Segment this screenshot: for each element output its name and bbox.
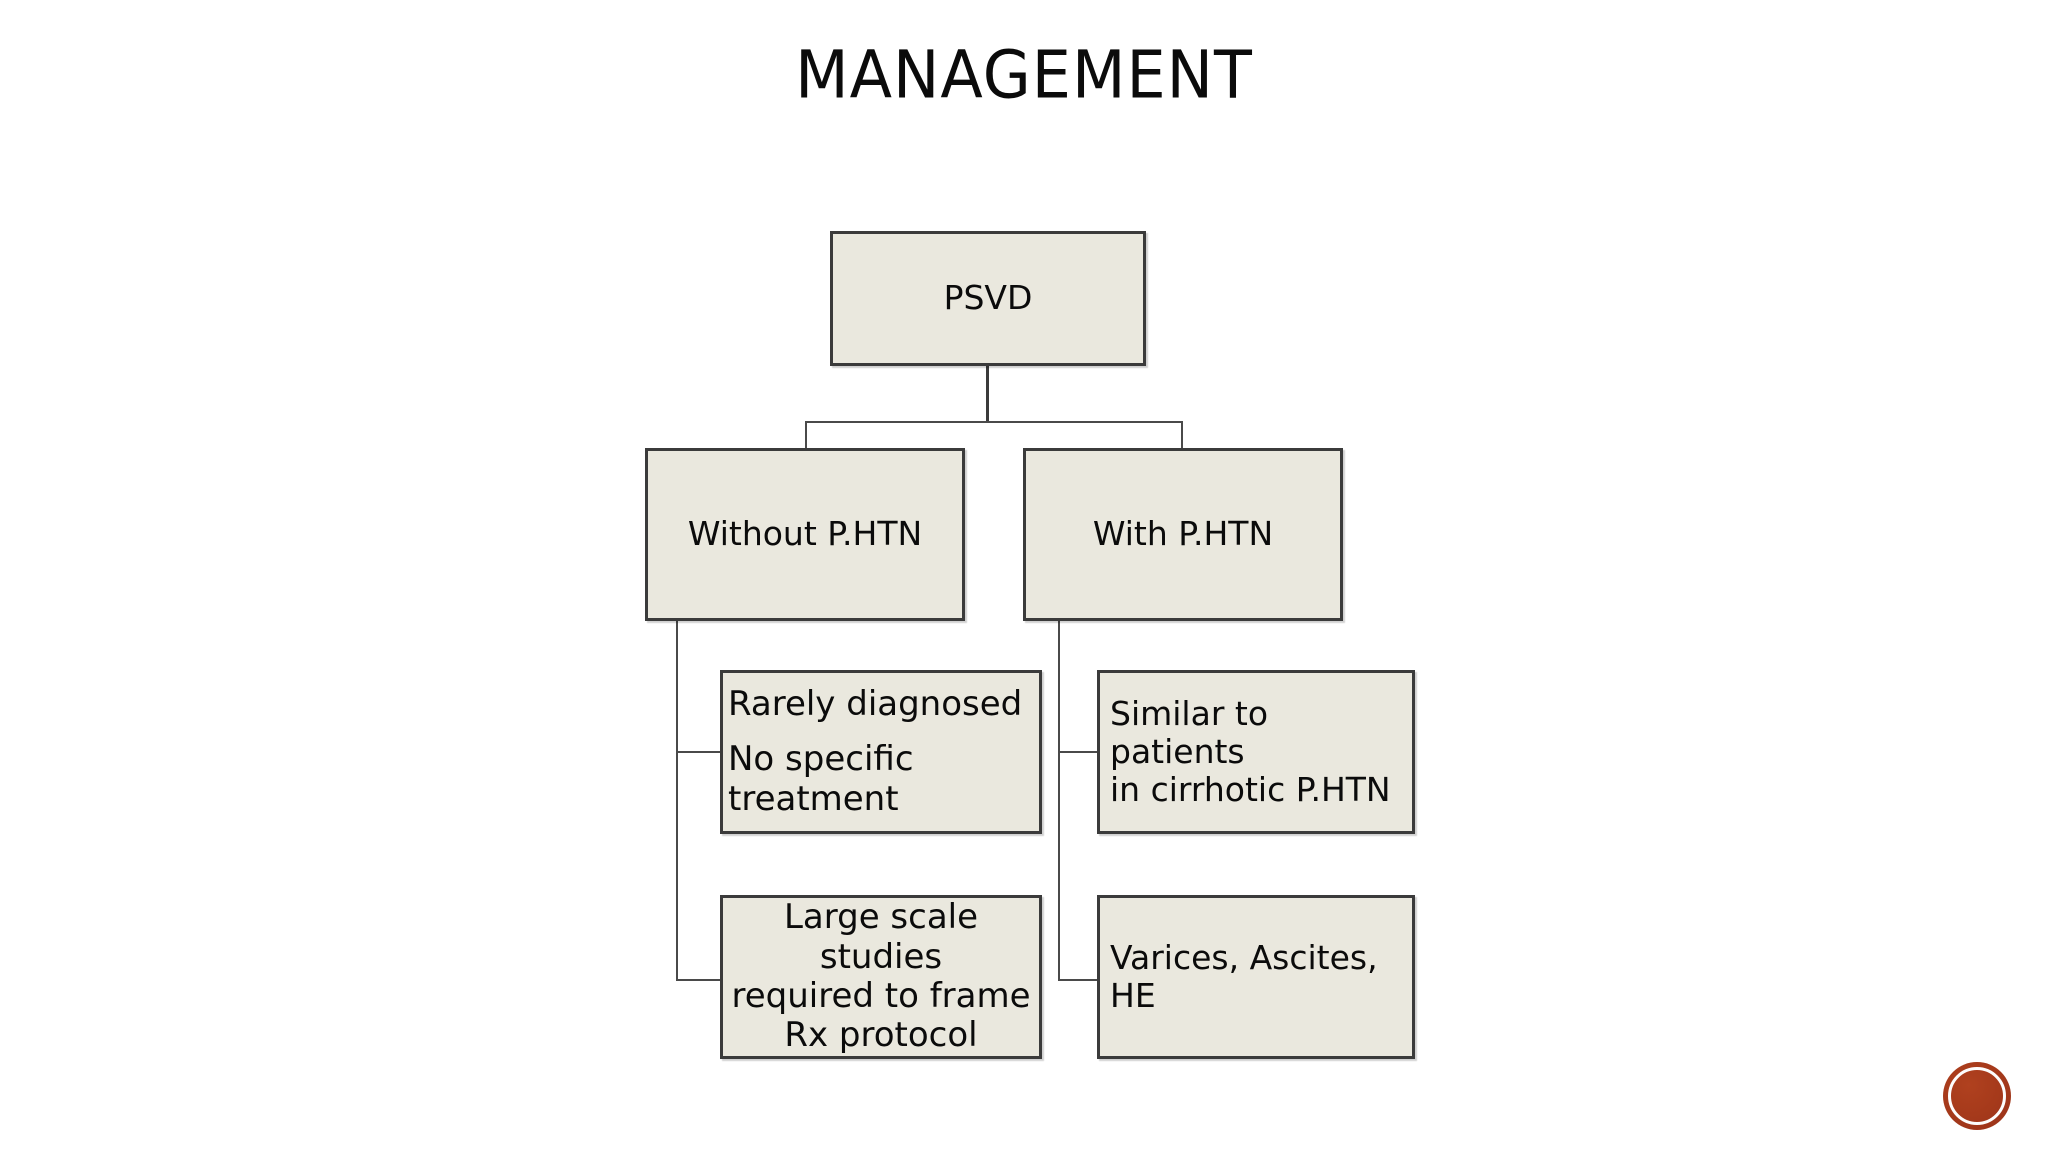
node-rarely-diagnosed-line2: No specific treatment — [728, 739, 914, 819]
node-similar-to-patients[interactable]: Similar to patients in cirrhotic P.HTN — [1097, 670, 1415, 834]
node-large-scale-studies-label: Large scale studies required to frame Rx… — [731, 897, 1031, 1056]
node-rarely-diagnosed-line1: Rarely diagnosed — [728, 683, 1023, 724]
connector-right-to-similar — [1058, 751, 1099, 753]
node-without-phtn-label: Without P.HTN — [687, 514, 923, 554]
connector-left-spine — [676, 618, 678, 981]
connector-right-spine — [1058, 618, 1060, 981]
connector-to-with-phtn — [1181, 421, 1183, 450]
connector-psvd-stem — [986, 366, 989, 422]
node-varices-ascites-he-label: Varices, Ascites, HE — [1110, 937, 1378, 1015]
node-similar-to-patients-label: Similar to patients in cirrhotic P.HTN — [1110, 693, 1391, 810]
connector-to-without-phtn — [805, 421, 807, 450]
connector-level1-bus — [805, 421, 1183, 423]
node-without-phtn[interactable]: Without P.HTN — [645, 448, 965, 621]
node-psvd[interactable]: PSVD — [830, 231, 1146, 366]
node-varices-ascites-he[interactable]: Varices, Ascites, HE — [1097, 895, 1415, 1059]
page-title: MANAGEMENT — [795, 36, 1253, 114]
connector-left-to-rarely — [676, 751, 722, 753]
node-rarely-diagnosed[interactable]: Rarely diagnosed No specific treatment — [720, 670, 1042, 834]
node-with-phtn-label: With P.HTN — [1092, 514, 1274, 554]
node-large-scale-studies[interactable]: Large scale studies required to frame Rx… — [720, 895, 1042, 1059]
node-with-phtn[interactable]: With P.HTN — [1023, 448, 1343, 621]
connector-right-to-varices — [1058, 979, 1099, 981]
connector-left-to-largescale — [676, 979, 722, 981]
node-psvd-label: PSVD — [943, 278, 1033, 318]
circular-seal-icon — [1943, 1062, 2011, 1130]
